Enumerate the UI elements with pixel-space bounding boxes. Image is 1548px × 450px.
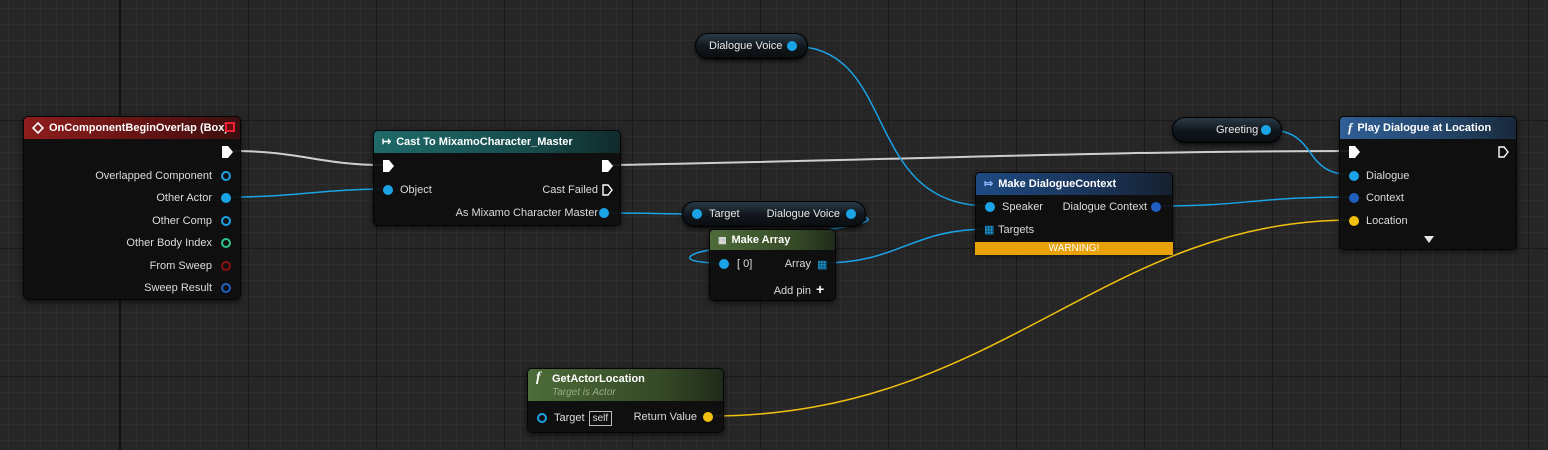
- event-node-header[interactable]: OnComponentBeginOverlap (Box): [24, 117, 240, 139]
- pin-other-comp[interactable]: [221, 216, 231, 226]
- dialogue-pin[interactable]: [1349, 171, 1359, 181]
- cast-node-header[interactable]: ↦ Cast To MixamoCharacter_Master: [374, 131, 620, 153]
- pin-label-other-body-index: Other Body Index: [126, 237, 212, 249]
- greeting-label: Greeting: [1216, 124, 1259, 136]
- getter-output-pin[interactable]: [846, 209, 856, 219]
- event-node-begin-overlap[interactable]: OnComponentBeginOverlap (Box) Overlapped…: [23, 116, 241, 300]
- struct-icon: ⤇: [984, 178, 994, 190]
- greeting-variable[interactable]: Greeting: [1172, 117, 1282, 143]
- get-actor-location-node[interactable]: f GetActorLocation Target is Actor Targe…: [527, 368, 724, 433]
- exec-wire-overlap-to-cast: [232, 150, 384, 166]
- context-output-pin[interactable]: [1151, 202, 1161, 212]
- variable-label: Dialogue Voice: [709, 40, 783, 52]
- pin-label-as-master: As Mixamo Character Master: [455, 207, 598, 219]
- wire-context-context: [1157, 196, 1354, 207]
- pin-label-object: Object: [400, 184, 432, 196]
- add-pin-plus-icon[interactable]: +: [816, 281, 825, 297]
- getter-target-label: Target: [709, 208, 740, 220]
- wire-voice-speaker: [791, 45, 990, 207]
- make-context-title: Make DialogueContext: [998, 178, 1117, 190]
- pin-label-other-actor: Other Actor: [156, 192, 212, 204]
- dialogue-voice-getter[interactable]: Target Dialogue Voice: [682, 201, 866, 227]
- pin-label-from-sweep: From Sweep: [149, 260, 212, 272]
- targets-label: Targets: [998, 224, 1035, 236]
- get-location-subtitle: Target is Actor: [552, 387, 616, 398]
- event-icon: [32, 122, 44, 134]
- cast-icon: ↦: [382, 136, 392, 148]
- exec-output-pin[interactable]: [1498, 146, 1509, 158]
- dialogue-voice-variable[interactable]: Dialogue Voice: [695, 33, 808, 59]
- add-pin-label: Add pin: [773, 285, 811, 297]
- pin-label-sweep-result: Sweep Result: [144, 282, 212, 294]
- return-value-pin[interactable]: [703, 412, 713, 422]
- exec-input-pin[interactable]: [1349, 146, 1360, 158]
- pin-label-overlapped-component: Overlapped Component: [95, 170, 212, 182]
- context-output-label: Dialogue Context: [1062, 201, 1147, 213]
- speaker-pin[interactable]: [985, 202, 995, 212]
- array-icon: ▦: [718, 235, 727, 245]
- return-value-label: Return Value: [633, 411, 697, 423]
- pin-other-actor[interactable]: [221, 193, 231, 203]
- self-default-value[interactable]: self: [588, 411, 613, 426]
- location-pin-label: Location: [1366, 215, 1408, 227]
- make-dialogue-context-node[interactable]: ⤇ Make DialogueContext Speaker Dialogue …: [975, 172, 1173, 255]
- greeting-output-pin[interactable]: [1261, 125, 1271, 135]
- pin-from-sweep[interactable]: [221, 261, 231, 271]
- context-pin[interactable]: [1349, 193, 1359, 203]
- array-index-label: [ 0]: [737, 258, 753, 270]
- speaker-label: Speaker: [1002, 201, 1043, 213]
- wire-array-targets: [821, 228, 990, 264]
- get-location-target-label: Target: [554, 412, 585, 424]
- pin-label-cast-failed: Cast Failed: [542, 184, 598, 196]
- location-pin[interactable]: [1349, 216, 1359, 226]
- exec-output-pin[interactable]: [602, 160, 613, 172]
- exec-output-pin[interactable]: [222, 146, 233, 158]
- pin-sweep-result[interactable]: [221, 283, 231, 293]
- function-icon: f: [536, 370, 541, 385]
- play-dialogue-header[interactable]: f Play Dialogue at Location: [1340, 117, 1516, 139]
- getter-target-pin[interactable]: [692, 209, 702, 219]
- delegate-pin-icon[interactable]: [225, 122, 235, 132]
- array-output-label: Array: [784, 258, 811, 270]
- event-node-title: OnComponentBeginOverlap (Box): [49, 122, 229, 134]
- pin-other-body-index[interactable]: [221, 238, 231, 248]
- get-location-title: GetActorLocation: [552, 373, 645, 385]
- dialogue-voice-output-pin[interactable]: [787, 41, 797, 51]
- make-context-header[interactable]: ⤇ Make DialogueContext: [976, 173, 1172, 195]
- array-index-pin[interactable]: [719, 259, 729, 269]
- exec-cast-failed-pin[interactable]: [602, 184, 613, 196]
- expand-arrow-icon[interactable]: [1424, 236, 1434, 244]
- pin-as-master[interactable]: [599, 208, 609, 218]
- pin-label-other-comp: Other Comp: [152, 215, 212, 227]
- play-dialogue-node[interactable]: f Play Dialogue at Location Dialogue Con…: [1339, 116, 1517, 250]
- array-output-pin-icon[interactable]: ▦: [817, 259, 828, 271]
- cast-node-title: Cast To MixamoCharacter_Master: [396, 136, 573, 148]
- function-icon: f: [1348, 120, 1353, 135]
- exec-wire-cast-to-play: [611, 150, 1354, 166]
- getter-output-label: Dialogue Voice: [766, 208, 840, 220]
- make-array-header[interactable]: ▦ Make Array: [710, 230, 835, 250]
- make-array-title: Make Array: [731, 234, 791, 246]
- make-array-node[interactable]: ▦ Make Array [ 0] Array ▦ Add pin +: [709, 229, 836, 301]
- get-location-header[interactable]: f GetActorLocation Target is Actor: [528, 369, 723, 401]
- dialogue-pin-label: Dialogue: [1366, 170, 1410, 182]
- wire-otheractor-object: [227, 188, 389, 198]
- cast-node[interactable]: ↦ Cast To MixamoCharacter_Master Object …: [373, 130, 621, 226]
- get-location-target-pin[interactable]: [537, 413, 547, 423]
- targets-pin-icon[interactable]: ▦: [984, 224, 995, 236]
- warning-bar: WARNING!: [975, 242, 1173, 255]
- context-pin-label: Context: [1366, 192, 1404, 204]
- play-dialogue-title: Play Dialogue at Location: [1357, 122, 1492, 134]
- exec-input-pin[interactable]: [383, 160, 394, 172]
- pin-object[interactable]: [383, 185, 393, 195]
- pin-overlapped-component[interactable]: [221, 171, 231, 181]
